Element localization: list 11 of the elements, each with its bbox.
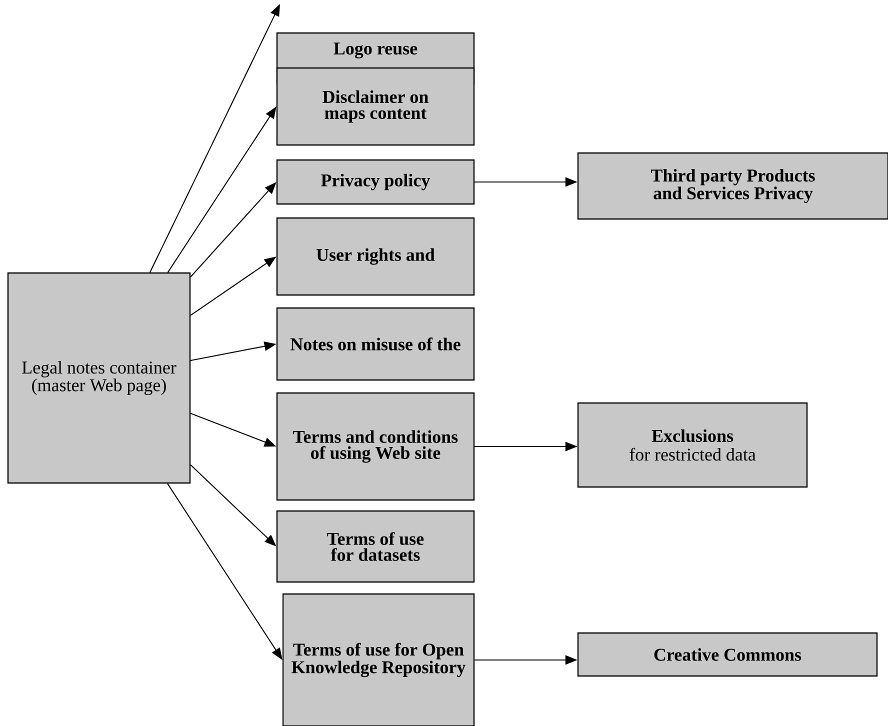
- process-box: Terms and conditions of using Web site: [276, 392, 475, 501]
- process-box: Terms of use for datasets: [276, 510, 475, 583]
- process-box: Terms of use for Open Knowledge Repository: [282, 593, 475, 726]
- process-box: Legal notes container (master Web page): [7, 272, 191, 484]
- process-box: Creative Commons: [577, 632, 878, 677]
- process-box: User rights and: [276, 217, 475, 296]
- process-box: Privacy policy: [276, 159, 475, 205]
- process-box: Disclaimer on maps content: [276, 67, 475, 146]
- process-box: Exclusions for restricted data: [577, 402, 808, 488]
- process-box: Notes on misuse of the: [276, 307, 475, 381]
- process-box: Third party Products and Services Privacy: [577, 152, 888, 220]
